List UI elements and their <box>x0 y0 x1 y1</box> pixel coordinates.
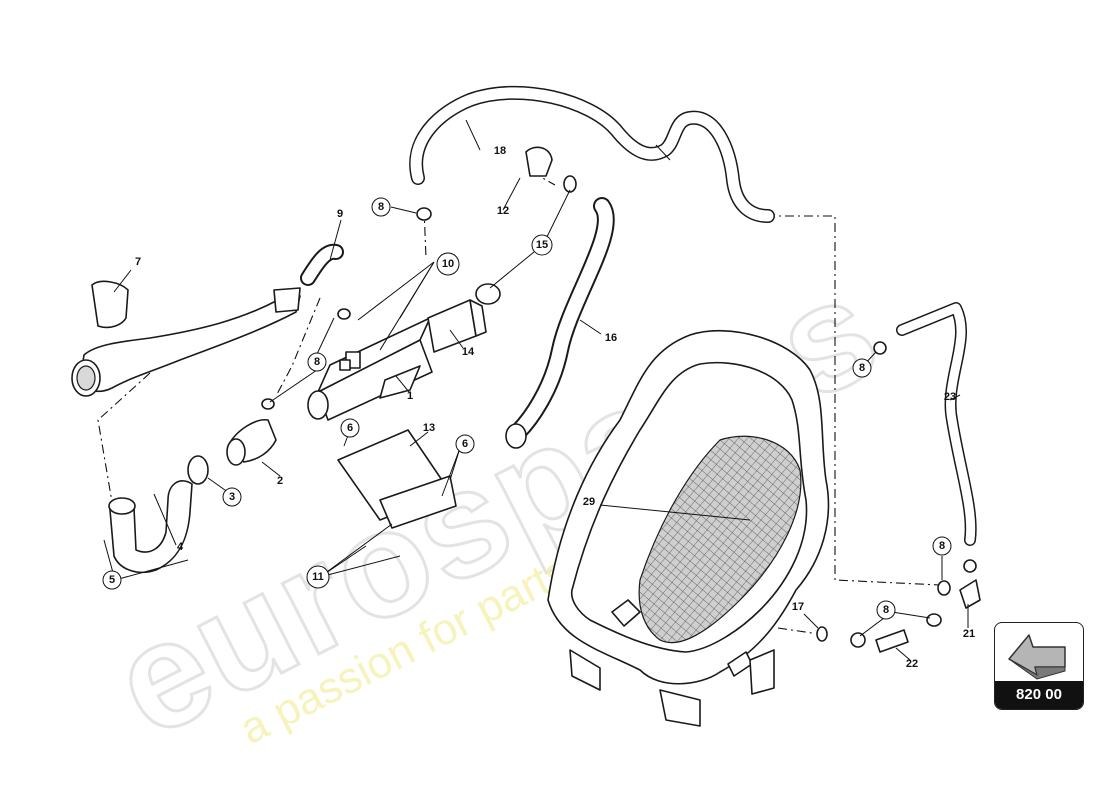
label-21: 21 <box>963 628 975 640</box>
elbow-2 <box>226 419 277 466</box>
label-29: 29 <box>583 496 595 508</box>
label-6-left: 6 <box>347 422 353 434</box>
label-22: 22 <box>906 658 918 670</box>
label-14: 14 <box>462 346 475 358</box>
hose-4 <box>108 480 193 574</box>
label-9: 9 <box>337 208 343 220</box>
label-15: 15 <box>536 239 548 251</box>
arrow-pointer-icon <box>1008 634 1066 680</box>
label-18: 18 <box>494 145 506 157</box>
page-reference-box[interactable]: 820 00 <box>994 622 1084 710</box>
label-8-top: 8 <box>378 201 384 213</box>
label-8-right: 8 <box>859 362 865 374</box>
label-8-bottom: 8 <box>883 604 889 616</box>
label-8-left: 8 <box>314 356 320 368</box>
part-labels: 7 9 8 18 12 10 15 8 14 1 16 2 3 4 5 6 13… <box>102 145 975 670</box>
label-2: 2 <box>277 475 283 487</box>
box-14 <box>427 283 501 353</box>
label-13: 13 <box>423 422 435 434</box>
hose-9 <box>300 243 344 286</box>
label-4: 4 <box>177 541 184 553</box>
clamp-3 <box>187 455 209 485</box>
label-11: 11 <box>312 571 324 583</box>
fitting-12 <box>525 146 577 193</box>
label-12: 12 <box>497 205 509 217</box>
duct-7 <box>71 280 301 397</box>
label-16: 16 <box>605 332 617 344</box>
hose-23 <box>896 302 977 546</box>
label-5: 5 <box>109 574 115 586</box>
seat-29 <box>547 329 830 727</box>
hose-18 <box>409 85 775 223</box>
fittings-21-22 <box>261 207 981 653</box>
hose-16 <box>505 197 615 449</box>
label-8-lower: 8 <box>939 540 945 552</box>
label-17: 17 <box>792 601 804 613</box>
label-1: 1 <box>407 390 413 402</box>
page-reference-code: 820 00 <box>995 681 1083 709</box>
label-23: 23 <box>944 391 956 403</box>
label-3: 3 <box>229 491 235 503</box>
label-7: 7 <box>135 256 141 268</box>
plenum-1 <box>307 317 433 421</box>
label-10: 10 <box>442 258 454 270</box>
bracket-13 <box>337 429 457 529</box>
label-6-right: 6 <box>462 438 468 450</box>
